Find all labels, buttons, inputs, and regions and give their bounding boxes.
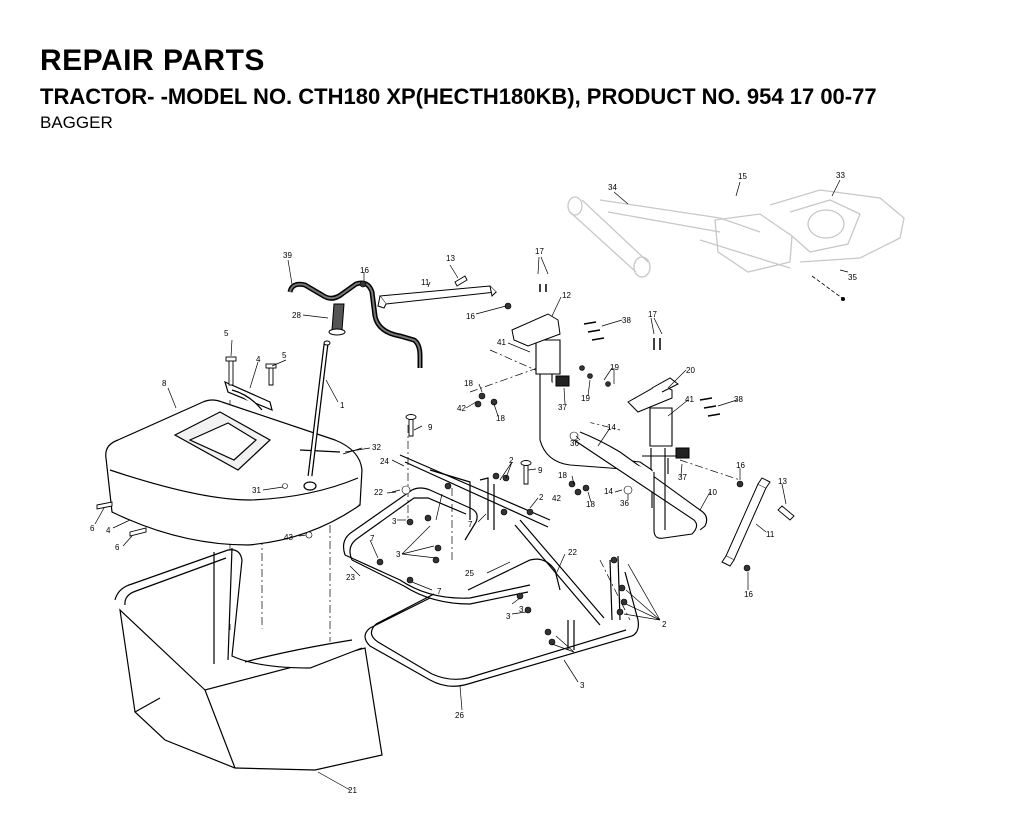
- callout-26: 26: [455, 711, 464, 720]
- callout-28: 28: [292, 311, 301, 320]
- callout-37: 37: [558, 403, 567, 412]
- callout-38: 38: [622, 316, 631, 325]
- callout-8: 8: [162, 379, 167, 388]
- callout-3: 3: [392, 517, 397, 526]
- grass-bag: [114, 547, 383, 771]
- rear-handle: [287, 280, 423, 368]
- callout-39: 39: [283, 251, 292, 260]
- callout-34: 34: [608, 183, 617, 192]
- callout-labels: 1 2 2 2 3 3 3 3 3 4 4 5 5 6 6 7 7 7 8 9 …: [90, 171, 857, 795]
- tractor-frame-ghost: [567, 189, 905, 278]
- callout-7: 7: [370, 534, 375, 543]
- clip-parts: [511, 313, 679, 413]
- callout-20: 20: [686, 366, 695, 375]
- callout-31: 31: [252, 486, 261, 495]
- callout-2: 2: [662, 620, 667, 629]
- callout-33: 33: [836, 171, 845, 180]
- callout-12: 12: [562, 291, 571, 300]
- callout-14: 14: [604, 487, 613, 496]
- callout-22: 22: [568, 548, 577, 557]
- callout-23: 23: [346, 573, 355, 582]
- callout-7: 7: [437, 587, 442, 596]
- callout-4: 4: [256, 355, 261, 364]
- model-subtitle: TRACTOR- -MODEL NO. CTH180 XP(HECTH180KB…: [40, 84, 877, 109]
- callout-18: 18: [586, 500, 595, 509]
- callout-37: 37: [678, 473, 687, 482]
- callout-2: 2: [509, 456, 514, 465]
- page-title: REPAIR PARTS: [40, 44, 265, 77]
- callout-18: 18: [496, 414, 505, 423]
- callout-42: 42: [457, 404, 466, 413]
- callout-9: 9: [428, 423, 433, 432]
- bracket-lower: [721, 477, 771, 567]
- callout-11: 11: [766, 530, 775, 539]
- callout-21: 21: [348, 786, 357, 795]
- frame-assembly: [342, 454, 605, 626]
- pivot-brackets: [535, 339, 708, 539]
- leader-lines: [94, 179, 849, 791]
- callout-10: 10: [708, 488, 717, 497]
- callout-22: 22: [374, 488, 383, 497]
- callout-41: 41: [497, 338, 506, 347]
- callout-6: 6: [115, 543, 120, 552]
- callout-11: 11: [421, 278, 430, 287]
- callout-6: 6: [90, 524, 95, 533]
- callout-18: 18: [464, 379, 473, 388]
- handle-rod: [307, 340, 331, 477]
- callout-16: 16: [736, 461, 745, 470]
- callout-15: 15: [738, 172, 747, 181]
- callout-7: 7: [468, 520, 473, 529]
- callout-17: 17: [535, 247, 544, 256]
- callout-41: 41: [685, 395, 694, 404]
- callout-18: 18: [558, 471, 567, 480]
- callout-32: 32: [372, 443, 381, 452]
- callout-1: 1: [340, 401, 345, 410]
- callout-16: 16: [360, 266, 369, 275]
- callout-5: 5: [282, 351, 287, 360]
- callout-4: 4: [106, 526, 111, 535]
- callout-16: 16: [744, 590, 753, 599]
- callout-17: 17: [648, 310, 657, 319]
- callout-3: 3: [396, 550, 401, 559]
- callout-38: 38: [734, 395, 743, 404]
- callout-14: 14: [607, 423, 616, 432]
- bracket-upper: [377, 285, 498, 309]
- callout-24: 24: [380, 457, 389, 466]
- callout-3: 3: [580, 681, 585, 690]
- callout-3: 3: [519, 605, 524, 614]
- grip: [328, 303, 346, 336]
- callout-16: 16: [466, 312, 475, 321]
- hardware-screws: [539, 284, 721, 417]
- callout-25: 25: [465, 569, 474, 578]
- hardware-nuts: [282, 280, 751, 646]
- callout-3: 3: [506, 612, 511, 621]
- callout-13: 13: [446, 254, 455, 263]
- callout-13: 13: [778, 477, 787, 486]
- callout-36: 36: [620, 499, 629, 508]
- callout-19: 19: [581, 394, 590, 403]
- callout-19: 19: [610, 363, 619, 372]
- callout-36: 36: [570, 439, 579, 448]
- hardware-bolts: [96, 275, 795, 537]
- bagger-cover: [105, 380, 363, 546]
- callout-43: 43: [284, 533, 293, 542]
- bumpers: [555, 375, 690, 459]
- section-name: BAGGER: [40, 113, 113, 132]
- callout-35: 35: [848, 273, 857, 282]
- callout-2: 2: [539, 493, 544, 502]
- callout-9: 9: [538, 466, 543, 475]
- callout-42: 42: [552, 494, 561, 503]
- callout-5: 5: [224, 329, 229, 338]
